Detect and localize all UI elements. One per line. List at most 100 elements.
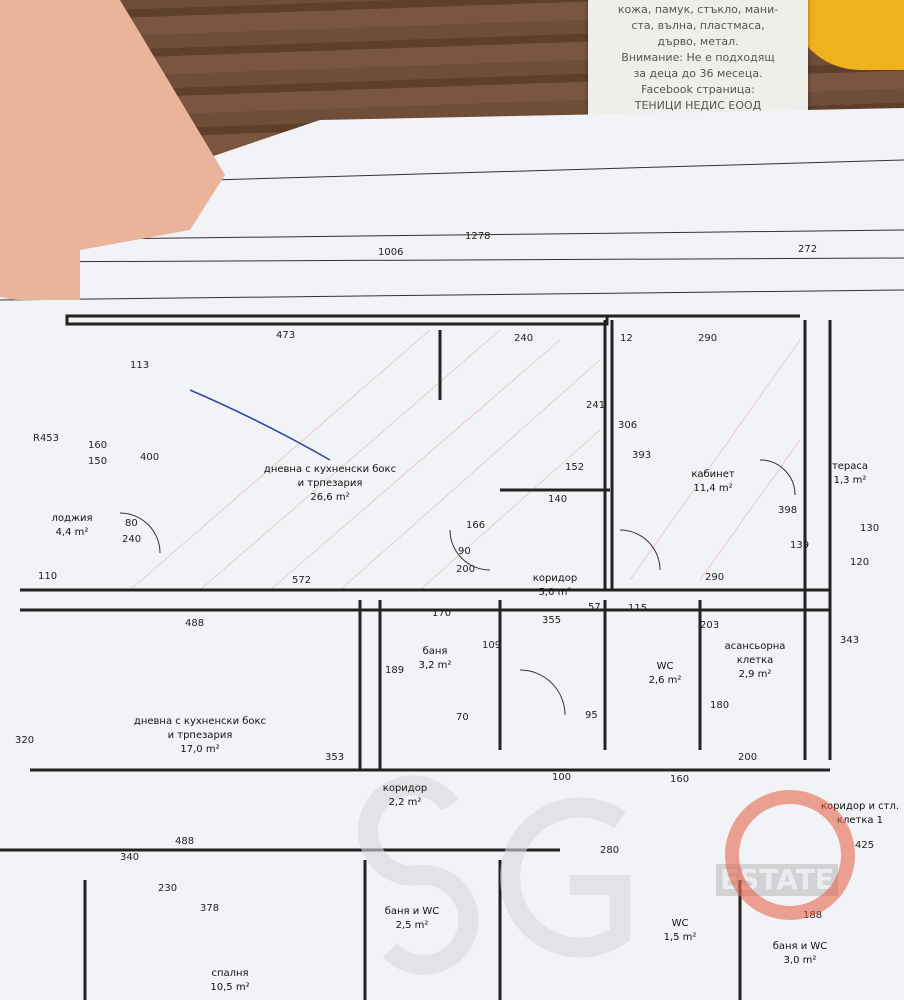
room-area: 10,5 m² — [210, 982, 250, 993]
dimension-label: 400 — [140, 452, 160, 463]
dimension-label: 398 — [778, 505, 798, 516]
dimension-label: 12 — [620, 333, 633, 344]
room-area: 1,3 m² — [833, 475, 867, 486]
dimension-label: 203 — [700, 620, 720, 631]
label-line: кожа, памук, стъкло, мани- — [617, 3, 779, 16]
room-name: баня и WC — [772, 941, 828, 952]
dimension-label: 230 — [158, 883, 178, 894]
room-name: и трпезария — [297, 478, 363, 489]
dimension-label: 70 — [456, 712, 469, 723]
dimension-label: 488 — [185, 618, 205, 629]
dimension-label: 1278 — [465, 231, 491, 242]
dimension-label: 272 — [798, 244, 818, 255]
dimension-label: 355 — [542, 615, 562, 626]
dimension-label: 109 — [482, 640, 502, 651]
room-area: 2,5 m² — [395, 920, 429, 931]
dimension-label: 473 — [276, 330, 296, 341]
dimension-label: 120 — [850, 557, 870, 568]
label-line: ста, вълна, пластмаса, — [631, 19, 765, 32]
room-area: 1,5 m² — [663, 932, 697, 943]
room-wc-1: WC 2,6 m² — [649, 660, 682, 688]
room-area: 11,4 m² — [693, 483, 733, 494]
room-area: 26,6 m² — [310, 492, 350, 503]
dimension-label: 378 — [200, 903, 220, 914]
room-name: тераса — [831, 461, 869, 472]
hatching — [129, 329, 801, 591]
door-swings — [119, 459, 796, 716]
dimension-label: 95 — [585, 710, 598, 721]
dimension-label: 393 — [632, 450, 652, 461]
dimension-label: 290 — [698, 333, 718, 344]
dimension-label: 306 — [618, 420, 638, 431]
room-name: коридор и стл. — [820, 801, 900, 812]
dimension-label: 241 — [586, 400, 606, 411]
dimension-label: 80 — [125, 518, 138, 529]
dimension-label: 180 — [710, 700, 730, 711]
room-name: баня — [422, 646, 448, 657]
product-label: кожа, памук, стъкло, мани- ста, вълна, п… — [588, 0, 808, 115]
dimension-label: R453 — [33, 433, 60, 444]
room-study: кабинет 11,4 m² — [691, 468, 734, 496]
dimension-label: 290 — [705, 572, 725, 583]
dimension-label: 160 — [670, 774, 690, 785]
dimension-label: 280 — [600, 845, 620, 856]
room-name: лоджия — [51, 513, 93, 524]
room-name: клетка — [736, 655, 774, 666]
room-name: клетка 1 — [836, 815, 884, 826]
room-area: 2,2 m² — [388, 797, 422, 808]
room-bedroom: спалня 10,5 m² — [210, 967, 249, 995]
room-area: 2,6 m² — [648, 675, 682, 686]
dimension-label: 140 — [548, 494, 568, 505]
room-name: баня и WC — [384, 906, 440, 917]
dimension-label: 139 — [790, 540, 810, 551]
dimension-label: 425 — [855, 840, 875, 851]
room-stair-corridor: коридор и стл. клетка 1 — [821, 800, 899, 828]
room-bath-2: баня и WC 2,5 m² — [385, 905, 440, 933]
room-name: WC — [656, 661, 674, 672]
room-name: дневна с кухненски бокс — [133, 716, 267, 727]
room-name: кабинет — [691, 469, 735, 480]
dimension-label: 488 — [175, 836, 195, 847]
dimension-label: 152 — [565, 462, 585, 473]
dimension-label: 166 — [466, 520, 486, 531]
room-area: 2,9 m² — [738, 669, 772, 680]
room-name: коридор — [382, 783, 428, 794]
room-name: спалня — [211, 968, 249, 979]
label-line: Внимание: Не е подходящ — [621, 51, 775, 64]
label-line: Facebook страница: — [641, 83, 755, 96]
dimension-label: 353 — [325, 752, 345, 763]
room-name: дневна с кухненски бокс — [263, 464, 397, 475]
dimension-label: 340 — [120, 852, 140, 863]
room-area: 17,0 m² — [180, 744, 220, 755]
room-name: асансьорна — [724, 641, 786, 652]
dimension-label: 57 — [588, 602, 601, 613]
dimension-label: 240 — [514, 333, 534, 344]
dimension-label: 189 — [385, 665, 405, 676]
room-elevator: асансьорна клетка 2,9 m² — [725, 640, 786, 682]
dimension-label: 150 — [88, 456, 108, 467]
watermark-logo — [357, 775, 630, 975]
dimension-label: 160 — [88, 440, 108, 451]
room-name: коридор — [532, 573, 578, 584]
dimension-label: 110 — [38, 571, 58, 582]
label-line: дърво, метал. — [657, 35, 739, 48]
room-area: 4,4 m² — [55, 527, 89, 538]
dimension-label: 1006 — [378, 247, 404, 258]
dimension-label: 130 — [860, 523, 880, 534]
pen-mark — [189, 389, 331, 461]
dimension-label: 200 — [738, 752, 758, 763]
dimension-label: 240 — [122, 534, 142, 545]
dimension-label: 200 — [456, 564, 476, 575]
dimension-label: 320 — [15, 735, 35, 746]
room-terrace: тераса 1,3 m² — [832, 460, 868, 488]
dimension-label: 90 — [458, 546, 471, 557]
walls — [0, 314, 832, 1000]
dimension-label: 170 — [432, 608, 452, 619]
label-line: за деца до 36 месеца. — [633, 67, 763, 80]
room-loggia: лоджия 4,4 m² — [52, 512, 93, 540]
room-living-2: дневна с кухненски бокс и трпезария 17,0 m… — [134, 715, 266, 757]
room-name: и трпезария — [167, 730, 233, 741]
